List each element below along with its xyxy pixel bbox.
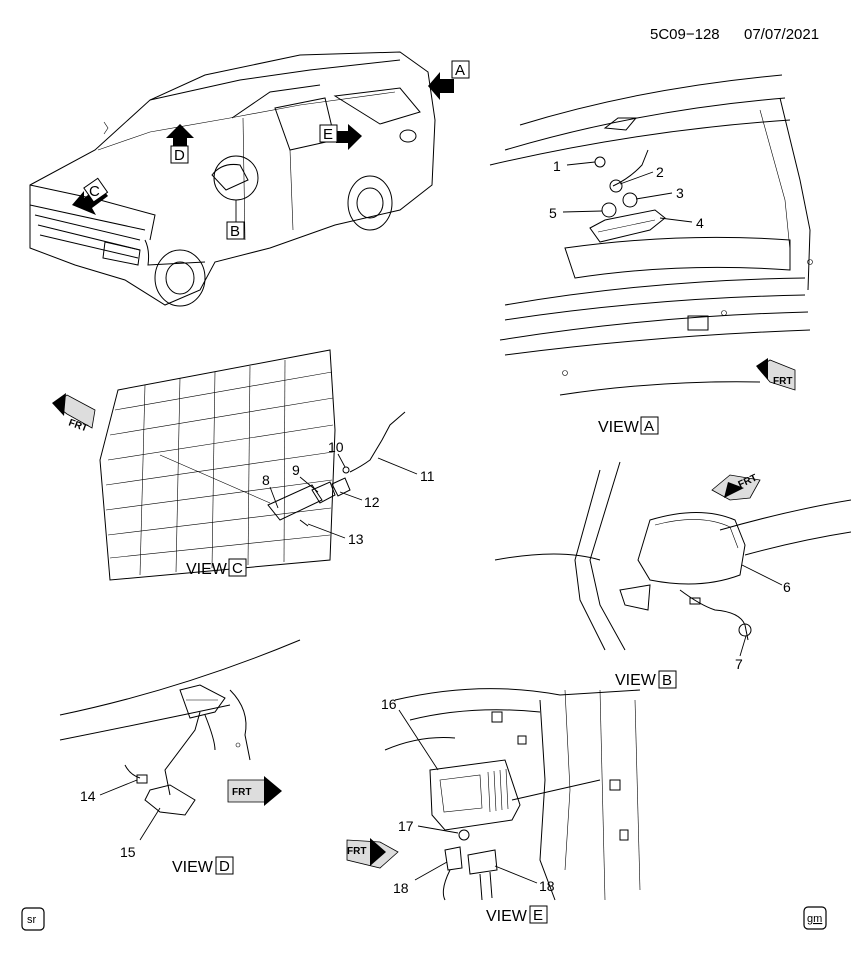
callout-16: 16: [381, 696, 397, 712]
view-d-illustration: [59, 639, 301, 816]
callout-14: 14: [80, 788, 96, 804]
view-c-title: VIEW C: [186, 558, 247, 578]
svg-text:E: E: [323, 126, 333, 143]
view-e-pointer: E: [319, 124, 362, 150]
view-b-callouts: 6 7: [735, 564, 791, 672]
svg-text:C: C: [232, 560, 243, 577]
callout-13: 13: [348, 531, 364, 547]
view-c-pointer: C: [72, 177, 109, 215]
callout-9: 9: [292, 462, 300, 478]
svg-text:FRT: FRT: [347, 846, 366, 857]
svg-text:gm: gm: [807, 913, 822, 925]
svg-text:VIEW: VIEW: [186, 561, 228, 578]
view-a-pointer: A: [428, 60, 470, 100]
svg-text:VIEW: VIEW: [598, 419, 640, 436]
callout-5: 5: [549, 205, 557, 221]
sr-logo: sr: [21, 907, 45, 931]
callout-8: 8: [262, 472, 270, 488]
svg-text:E: E: [533, 907, 543, 924]
svg-text:A: A: [455, 62, 465, 79]
gm-logo: gm: [803, 906, 827, 930]
view-a-callouts: 1 2 3 4 5: [549, 158, 704, 231]
svg-text:B: B: [230, 223, 240, 240]
callout-6: 6: [783, 579, 791, 595]
view-a-frt-arrow: FRT: [756, 358, 796, 391]
view-c-illustration: [99, 349, 406, 581]
view-b-title: VIEW B: [615, 670, 677, 689]
view-d-callouts: 14 15: [80, 779, 161, 860]
view-d-frt-arrow: FRT: [227, 776, 282, 806]
svg-text:C: C: [89, 183, 100, 200]
svg-text:D: D: [219, 858, 230, 875]
view-e-frt-arrow: FRT: [346, 838, 399, 869]
svg-text:VIEW: VIEW: [486, 908, 528, 925]
view-d-title: VIEW D: [172, 856, 234, 876]
callout-18-left: 18: [393, 880, 409, 896]
svg-text:sr: sr: [27, 914, 37, 926]
callout-11: 11: [420, 468, 435, 484]
svg-text:FRT: FRT: [773, 376, 792, 387]
callout-18-right: 18: [539, 878, 555, 894]
callout-1: 1: [553, 158, 561, 174]
callout-12: 12: [364, 494, 380, 510]
view-c-frt-arrow: FRT: [52, 393, 96, 434]
svg-text:A: A: [644, 418, 654, 435]
view-c-callouts: 8 9 10 11 12 13: [262, 439, 435, 547]
svg-text:D: D: [174, 147, 185, 164]
vehicle-overview: [29, 51, 436, 307]
svg-text:VIEW: VIEW: [615, 672, 657, 689]
callout-3: 3: [676, 185, 684, 201]
callout-7: 7: [735, 656, 743, 672]
view-a-title: VIEW A: [598, 416, 659, 436]
doc-id: 5C09−128: [650, 26, 720, 43]
callout-15: 15: [120, 844, 136, 860]
callout-2: 2: [656, 164, 664, 180]
svg-text:B: B: [662, 672, 672, 689]
view-e-callouts: 16 17 18 18: [381, 696, 555, 896]
view-e-illustration: [384, 688, 641, 901]
view-d-pointer: D: [166, 124, 194, 164]
callout-17: 17: [398, 818, 414, 834]
view-a-illustration: [489, 74, 813, 396]
view-e-title: VIEW E: [486, 905, 548, 925]
view-b-pointer: B: [226, 221, 245, 240]
callout-10: 10: [328, 439, 344, 455]
svg-text:VIEW: VIEW: [172, 859, 214, 876]
view-b-frt-arrow: FRT: [711, 473, 761, 501]
doc-date: 07/07/2021: [744, 26, 819, 43]
callout-4: 4: [696, 215, 704, 231]
svg-text:FRT: FRT: [232, 787, 251, 798]
view-b-illustration: [494, 461, 851, 651]
